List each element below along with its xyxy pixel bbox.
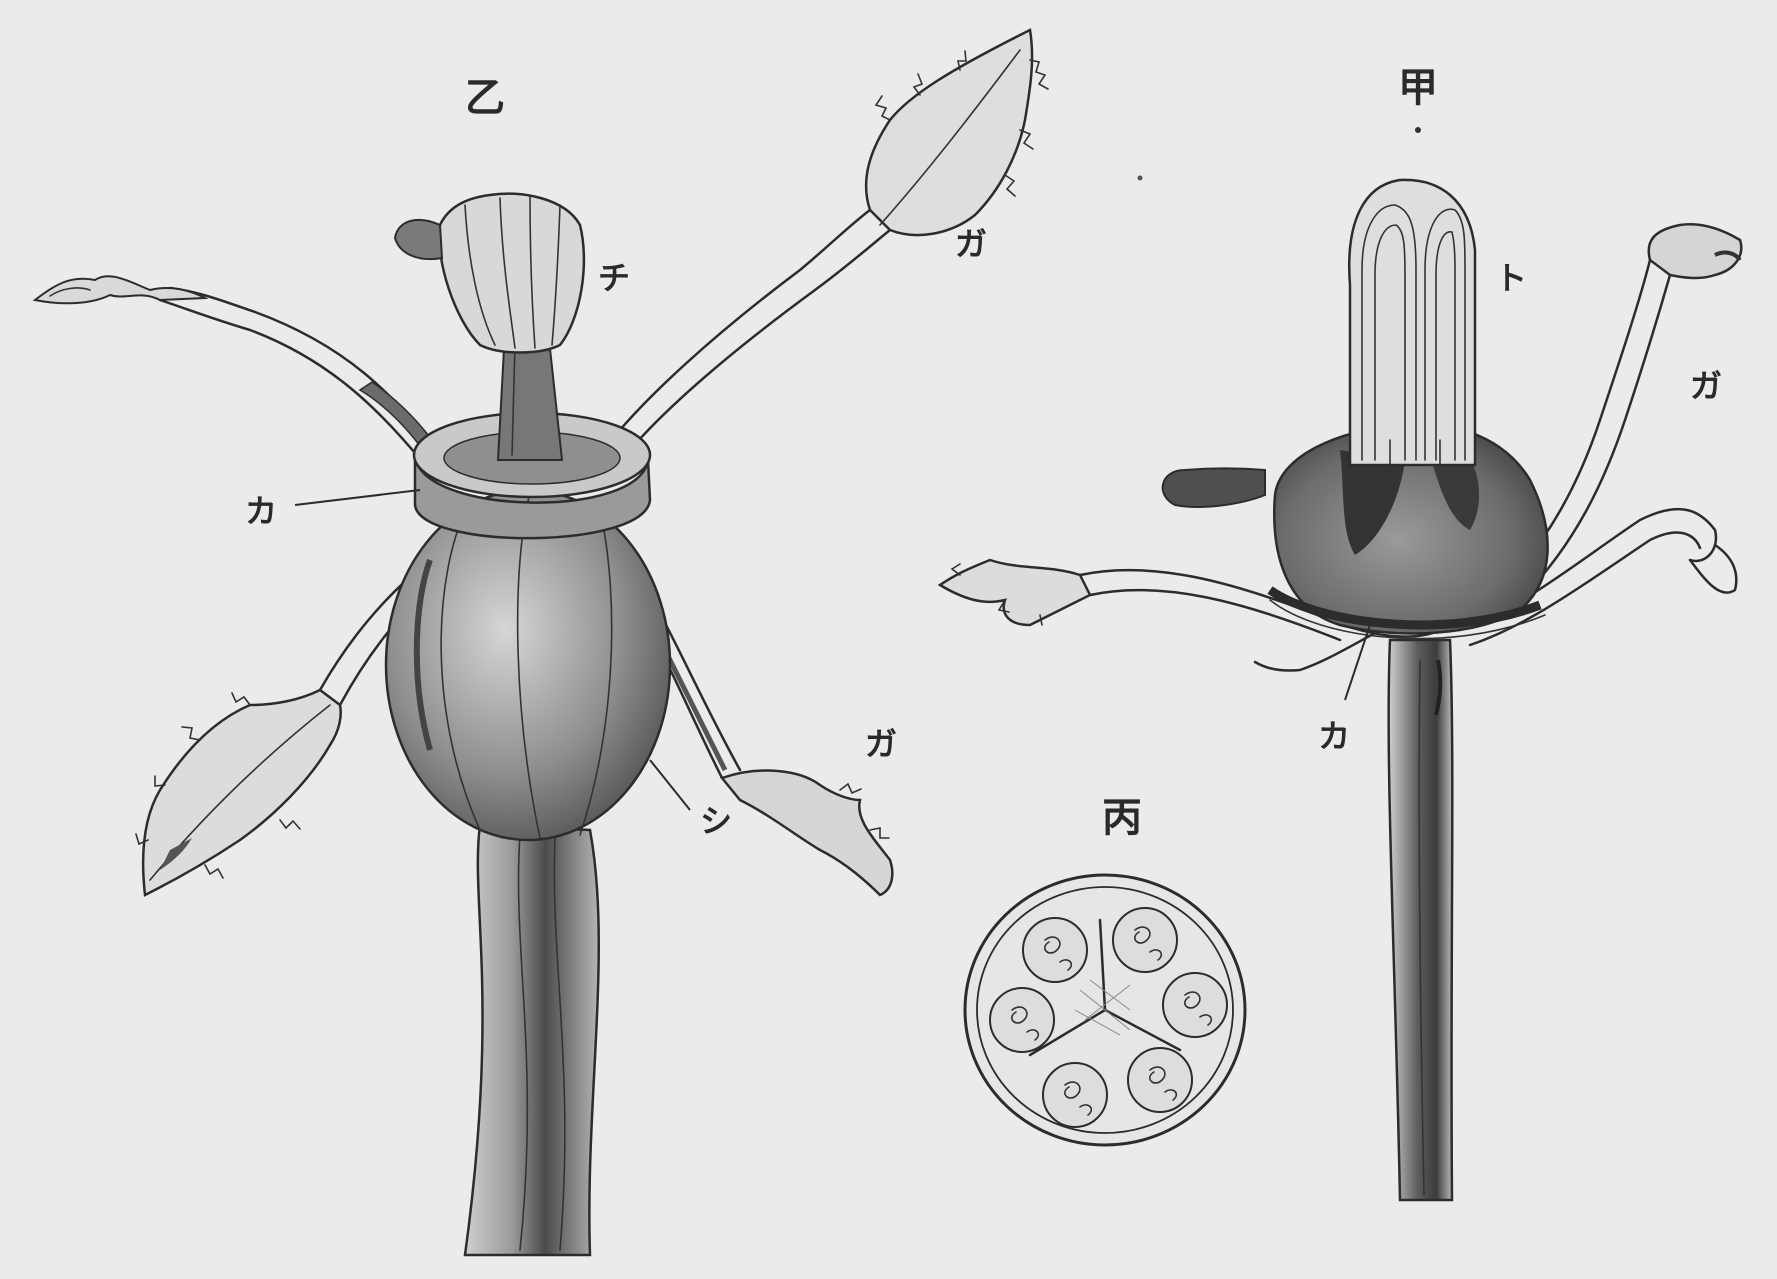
otsu-ovary: [386, 490, 670, 840]
figure-hei: [965, 875, 1245, 1145]
otsu-stem: [465, 825, 599, 1255]
ko-stigma-label: ト: [1495, 262, 1527, 294]
otsu-ovary-leader: [650, 760, 690, 810]
ko-ring-label: カ: [1318, 720, 1350, 752]
ko-ring-leader: [1345, 625, 1370, 700]
ko-title-dot: [1415, 127, 1421, 133]
otsu-title: 乙: [465, 78, 505, 118]
ko-sepal-tip-left: [1163, 469, 1265, 507]
otsu-stigma-label: チ: [598, 262, 630, 294]
otsu-sepal-lower-right-label: ガ: [865, 728, 897, 760]
ko-sepal-right-label: ガ: [1690, 370, 1722, 402]
figure-otsu: [35, 30, 1048, 1255]
ko-title: 甲: [1398, 68, 1438, 108]
otsu-ring-label: カ: [245, 495, 277, 527]
ko-stigma: [1349, 180, 1475, 465]
hei-title: 丙: [1102, 798, 1142, 838]
otsu-sepal-upper-right-label: ガ: [955, 228, 987, 260]
ko-stem: [1389, 640, 1453, 1200]
stray-dot: [1138, 176, 1143, 181]
otsu-ovary-label: シ: [700, 805, 732, 837]
otsu-sepal-upper-left: [35, 276, 438, 465]
otsu-ring-leader: [295, 490, 420, 505]
